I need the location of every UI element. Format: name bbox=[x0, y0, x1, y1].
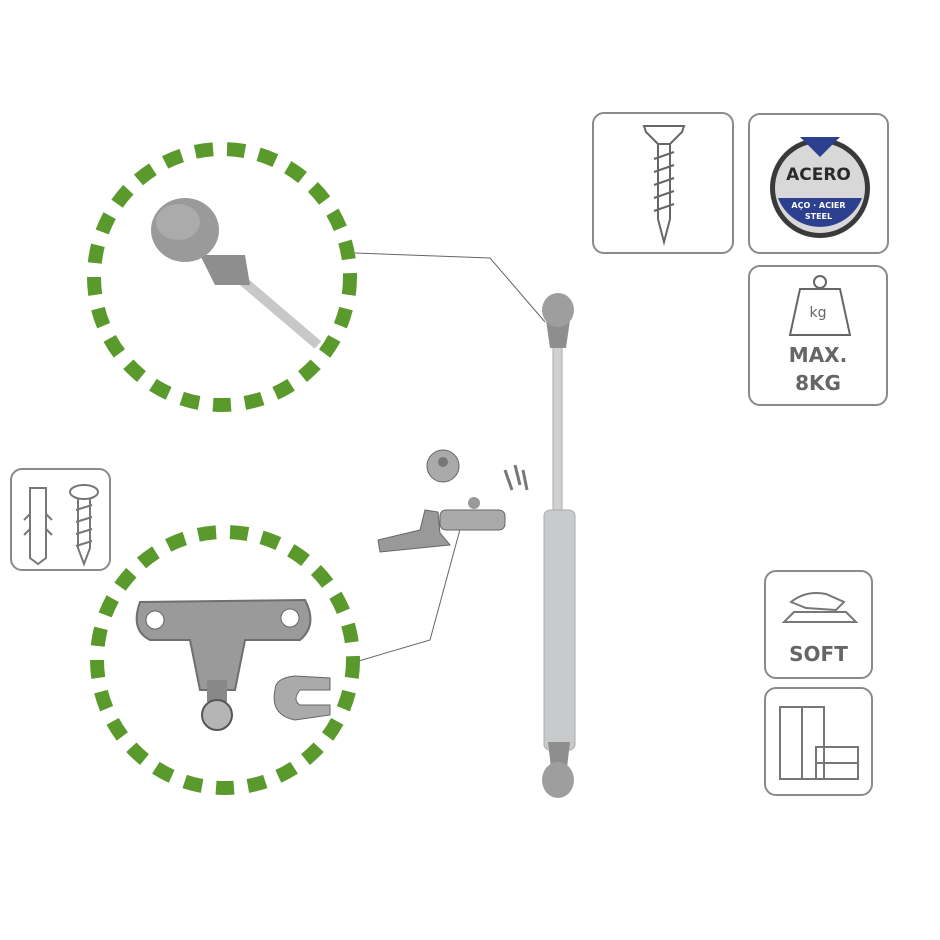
steel-material-badge: ACERO AÇO · ACIER STEEL bbox=[748, 113, 889, 254]
furniture-badge bbox=[764, 687, 873, 796]
weight-unit: kg bbox=[809, 305, 827, 321]
soft-close-hand-icon bbox=[781, 592, 859, 623]
material-sub-label-2: STEEL bbox=[804, 212, 833, 221]
steel-seal-icon bbox=[770, 137, 870, 238]
weight-line-2: 8KG bbox=[795, 371, 841, 395]
furniture-icon bbox=[779, 706, 859, 780]
leader-line-top bbox=[354, 252, 546, 323]
weight-line-1: MAX. bbox=[788, 343, 848, 367]
mounting-hardware bbox=[377, 449, 529, 553]
leader-line-bottom bbox=[344, 521, 463, 666]
soft-label: SOFT bbox=[789, 642, 848, 666]
soft-close-badge: SOFT bbox=[764, 570, 873, 679]
weight-icon bbox=[788, 275, 852, 336]
detail-circle-bottom bbox=[90, 525, 360, 795]
material-main-label: ACERO bbox=[786, 165, 851, 185]
material-sub-label-1: AÇO · ACIER bbox=[791, 201, 846, 210]
detail-circle-top bbox=[87, 142, 357, 412]
gas-strut bbox=[542, 293, 576, 798]
screw-icon bbox=[642, 125, 686, 246]
screw-badge bbox=[592, 112, 734, 254]
wall-plug-badge bbox=[10, 468, 111, 571]
max-weight-badge: kg MAX. 8KG bbox=[748, 265, 888, 406]
wall-plug-and-screw-icon bbox=[23, 484, 99, 567]
